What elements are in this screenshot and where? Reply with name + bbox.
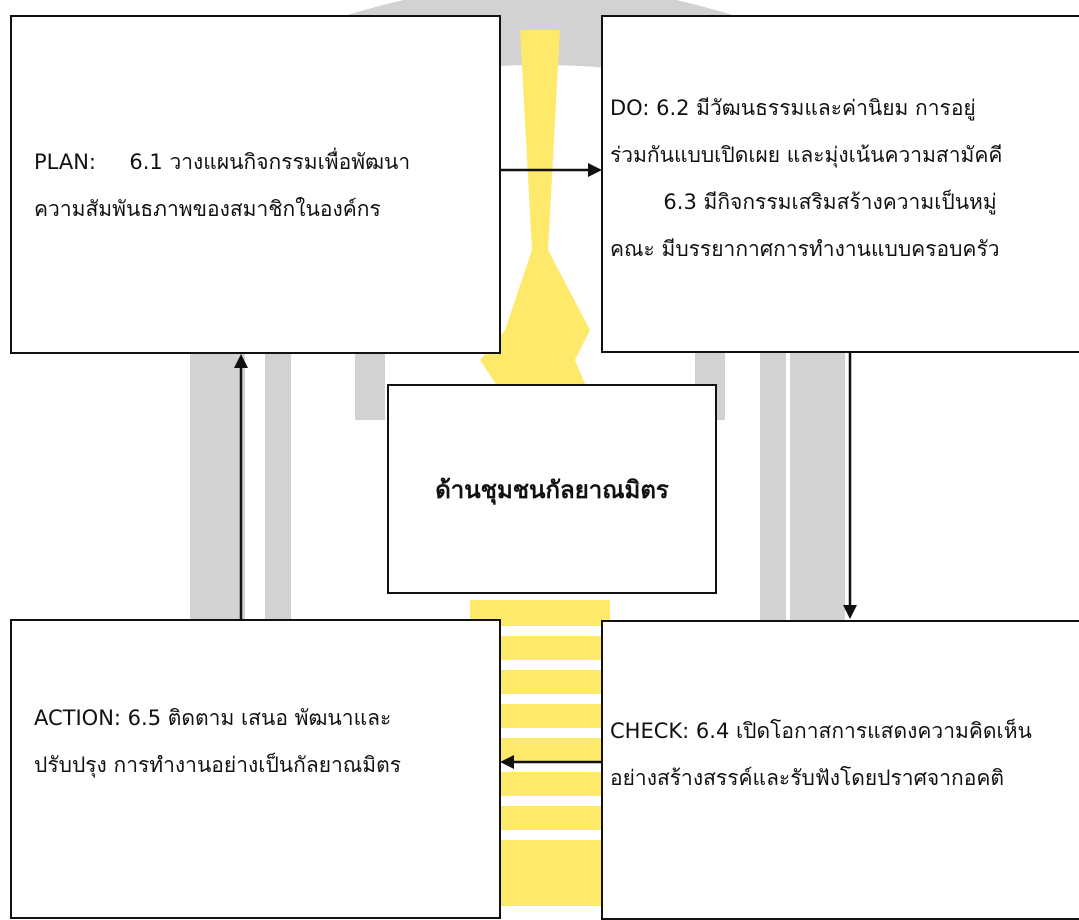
plan-box: PLAN: 6.1 วางแผนกิจกรรมเพื่อพัฒนา ความสั… bbox=[10, 15, 501, 354]
do-box: DO: 6.2 มีวัฒนธรรมและค่านิยม การอยู่ ร่ว… bbox=[601, 15, 1079, 353]
arrowhead-do-to-check bbox=[843, 605, 857, 619]
do-text-line-2: ร่วมกันแบบเปิดเผย และมุ่งเน้นความสามัคคี bbox=[610, 143, 1003, 167]
action-text-line-1: ACTION: 6.5 ติดตาม เสนอ พัฒนาและ bbox=[34, 706, 392, 730]
do-text-line-3: 6.3 มีกิจกรรมเสริมสร้างความเป็นหมู่ bbox=[610, 190, 997, 214]
check-text-line-2: อย่างสร้างสรรค์และรับฟังโดยปราศจากอคติ bbox=[610, 766, 1005, 790]
center-box: ด้านชุมชนกัลยาณมิตร bbox=[387, 384, 717, 594]
plan-text-line-1: PLAN: 6.1 วางแผนกิจกรรมเพื่อพัฒนา bbox=[34, 150, 411, 174]
action-box: ACTION: 6.5 ติดตาม เสนอ พัฒนาและ ปรับปรุ… bbox=[10, 619, 501, 919]
check-text-line-1: CHECK: 6.4 เปิดโอกาสการแสดงความคิดเห็น bbox=[610, 719, 1032, 743]
arrowhead-plan-to-do bbox=[588, 163, 602, 177]
action-text-line-2: ปรับปรุง การทำงานอย่างเป็นกัลยาณมิตร bbox=[34, 753, 402, 777]
check-box: CHECK: 6.4 เปิดโอกาสการแสดงความคิดเห็น อ… bbox=[601, 620, 1079, 920]
center-title: ด้านชุมชนกัลยาณมิตร bbox=[435, 475, 669, 504]
do-text-line-4: คณะ มีบรรยากาศการทำงานแบบครอบครัว bbox=[610, 237, 1000, 261]
plan-text-line-2: ความสัมพันธภาพของสมาชิกในองค์กร bbox=[34, 197, 381, 221]
do-text-line-1: DO: 6.2 มีวัฒนธรรมและค่านิยม การอยู่ bbox=[610, 96, 976, 120]
arrowhead-action-to-plan bbox=[234, 354, 248, 368]
arrowhead-check-to-action bbox=[500, 755, 514, 769]
